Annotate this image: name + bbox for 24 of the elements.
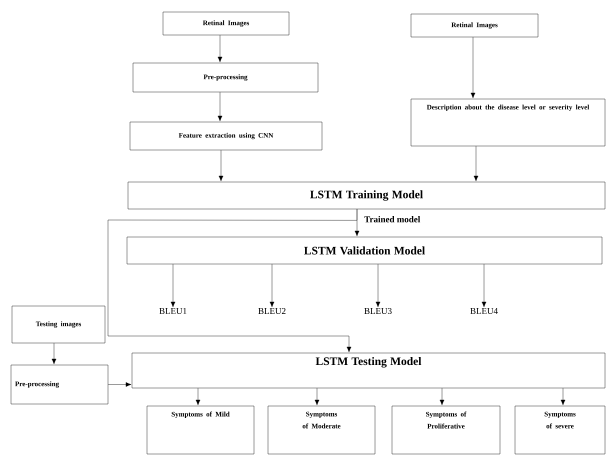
arrow bbox=[470, 37, 476, 98]
model-box: LSTM Testing Model bbox=[132, 352, 606, 388]
model-box: LSTM Training Model bbox=[128, 182, 606, 210]
edge-label: Trained model bbox=[363, 215, 422, 224]
model-box: LSTM Validation Model bbox=[126, 236, 602, 264]
arrow bbox=[560, 388, 566, 406]
metric-label: BLEU1 bbox=[159, 308, 186, 314]
arrow bbox=[314, 388, 320, 406]
arrow bbox=[218, 35, 222, 62]
metric-label: BLEU2 bbox=[258, 308, 286, 314]
metric-label: BLEU3 bbox=[364, 308, 392, 314]
arrow bbox=[270, 264, 274, 308]
arrow bbox=[108, 209, 358, 352]
arrow bbox=[440, 388, 444, 406]
metric-label: BLEU4 bbox=[470, 308, 498, 314]
arrow bbox=[482, 264, 486, 308]
arrow bbox=[108, 382, 132, 387]
arrow bbox=[474, 146, 478, 182]
arrow bbox=[52, 343, 56, 364]
arrow bbox=[218, 92, 222, 122]
arrow bbox=[196, 388, 200, 406]
arrow bbox=[376, 264, 380, 308]
arrow bbox=[218, 150, 224, 182]
arrow bbox=[170, 264, 176, 308]
